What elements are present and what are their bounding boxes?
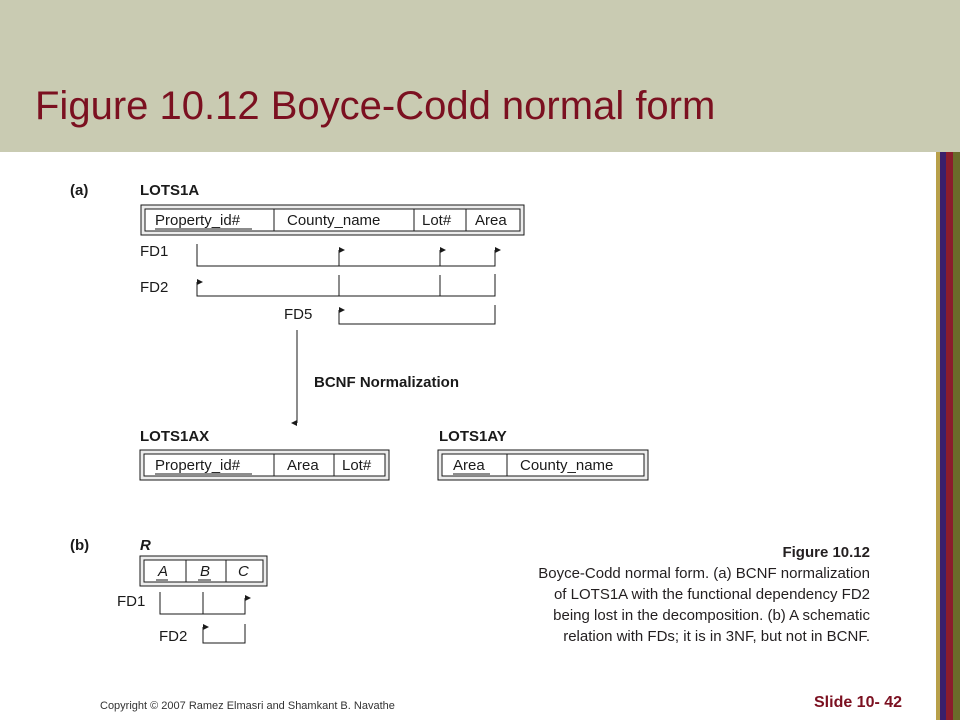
fd1-arrows-b xyxy=(159,592,251,615)
copyright-text: Copyright © 2007 Ramez Elmasri and Shamk… xyxy=(100,700,395,712)
attribute-cell: County_name xyxy=(520,457,613,474)
fd-label: FD2 xyxy=(159,628,187,645)
fd-label: FD1 xyxy=(140,243,168,260)
figure-caption: Figure 10.12 Boyce-Codd normal form. (a)… xyxy=(470,543,870,647)
decorative-stripe-olive xyxy=(953,152,960,720)
fd-label: FD1 xyxy=(117,593,145,610)
relation-name-r: R xyxy=(140,537,151,554)
relation-table-lots1ay: Area County_name xyxy=(437,449,649,481)
decorative-stripe-gold xyxy=(936,152,940,720)
part-b-label: (b) xyxy=(70,537,89,554)
attribute-cell: Lot# xyxy=(422,212,452,229)
attribute-cell: A xyxy=(157,563,168,580)
attribute-cell: Area xyxy=(287,457,319,474)
relation-table-lots1a: Property_id# County_name Lot# Area xyxy=(140,204,525,236)
fd5-arrows xyxy=(338,305,496,325)
relation-name-lots1ay: LOTS1AY xyxy=(439,428,507,445)
attribute-cell: County_name xyxy=(287,212,380,229)
caption-title: Figure 10.12 xyxy=(782,544,870,561)
attribute-cell: Lot# xyxy=(342,457,372,474)
attribute-cell: C xyxy=(238,563,249,580)
decorative-stripe-purple xyxy=(940,152,946,720)
normalization-label: BCNF Normalization xyxy=(314,374,459,391)
fd-label: FD5 xyxy=(284,306,312,323)
slide-header xyxy=(0,0,960,152)
fd2-arrows-b xyxy=(202,624,246,644)
attribute-cell: Property_id# xyxy=(155,212,241,229)
caption-line: of LOTS1A with the functional dependency… xyxy=(553,586,870,603)
decorative-stripe-red xyxy=(946,152,953,720)
relation-name-lots1ax: LOTS1AX xyxy=(140,428,209,445)
fd-label: FD2 xyxy=(140,279,168,296)
relation-table-lots1ax: Property_id# Area Lot# xyxy=(139,449,390,481)
attribute-cell: Area xyxy=(453,457,485,474)
slide-number: Slide 10- 42 xyxy=(814,694,903,711)
attribute-cell: Property_id# xyxy=(155,457,241,474)
caption-line: being lost in the decomposition. (b) A s… xyxy=(553,607,870,624)
attribute-cell: Area xyxy=(475,212,507,229)
caption-line: relation with FDs; it is in 3NF, but not… xyxy=(563,628,870,645)
caption-line: Boyce-Codd normal form. (a) BCNF normali… xyxy=(538,565,870,582)
fd1-arrows xyxy=(196,244,501,267)
relation-table-r: A B C xyxy=(139,555,268,587)
relation-name-lots1a: LOTS1A xyxy=(140,182,199,199)
fd2-arrows xyxy=(196,274,496,297)
part-a-label: (a) xyxy=(70,182,88,199)
attribute-cell: B xyxy=(200,563,210,580)
slide-title: Figure 10.12 Boyce-Codd normal form xyxy=(35,84,716,128)
